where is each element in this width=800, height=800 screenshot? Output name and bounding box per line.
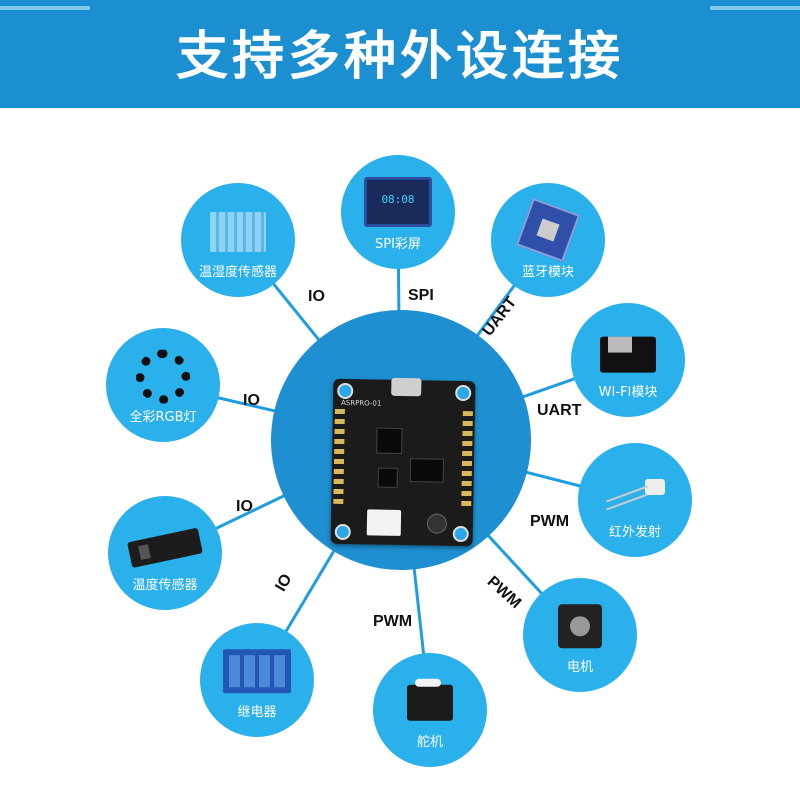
- interface-label: PWM: [530, 513, 570, 530]
- rgb-ring-icon: [136, 342, 190, 404]
- page-title: 支持多种外设连接: [175, 27, 624, 87]
- node-rgb-ring: 全彩RGB灯: [106, 328, 220, 442]
- node-motor: 电机: [523, 578, 637, 692]
- wifi-module-icon: [600, 331, 656, 373]
- bluetooth-module-icon: [515, 197, 581, 263]
- node-temperature: 温度传感器: [108, 496, 222, 610]
- humidity-sensor-icon: [210, 212, 266, 252]
- node-relay: 继电器: [200, 623, 314, 737]
- node-spi-screen: 08:08 SPI彩屏: [341, 155, 455, 269]
- relay-icon: [223, 649, 291, 694]
- interface-label: IO: [243, 392, 260, 409]
- node-humidity: 温湿度传感器: [181, 183, 295, 297]
- temperature-sensor-icon: [127, 527, 203, 569]
- usb-c-port: [391, 377, 422, 397]
- node-bluetooth: 蓝牙模块: [491, 183, 605, 297]
- servo-icon: [407, 678, 453, 721]
- oled-screen-icon: 08:08: [364, 177, 432, 227]
- interface-label: SPI: [408, 287, 434, 304]
- node-infrared: 红外发射: [578, 443, 692, 557]
- interface-label: PWM: [373, 613, 413, 630]
- infrared-led-icon: [605, 479, 665, 511]
- board-label: ASRPRO-01: [340, 398, 382, 408]
- node-wifi: WI-FI模块: [571, 303, 685, 417]
- interface-label: IO: [308, 288, 325, 305]
- header-banner: 支持多种外设连接: [0, 0, 800, 108]
- node-servo: 舵机: [373, 653, 487, 767]
- decor-stripe: [710, 6, 800, 10]
- interface-label: UART: [537, 402, 582, 419]
- battery-connector: [366, 509, 402, 536]
- stepper-motor-icon: [558, 604, 602, 649]
- asrpro-board-image: ASRPRO-01: [330, 377, 476, 547]
- interface-label: IO: [236, 498, 253, 515]
- decor-stripe: [0, 6, 90, 10]
- microphone: [426, 513, 448, 534]
